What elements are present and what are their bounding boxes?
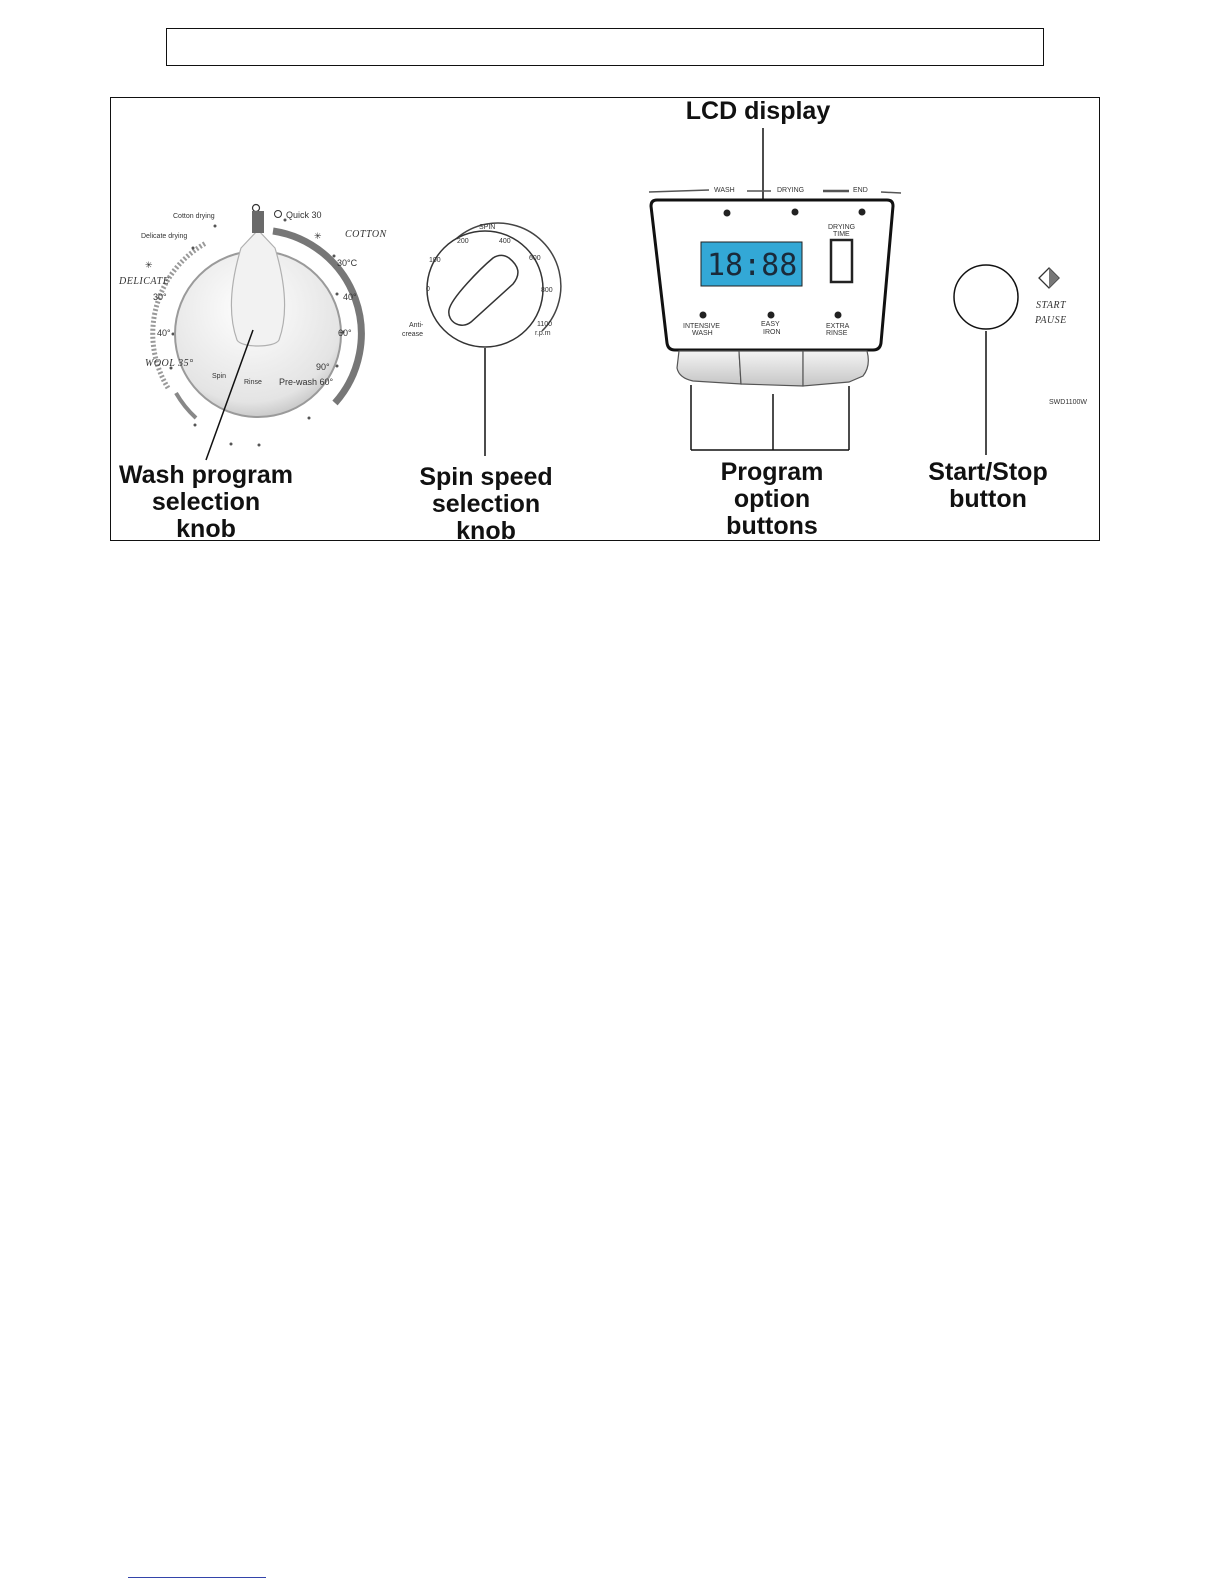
drying-time-indicator — [829, 238, 854, 284]
option-button-extra-rinse[interactable] — [802, 350, 869, 387]
label-quick30: Quick 30 — [286, 210, 322, 220]
label-anti-crease-1: Anti- — [409, 322, 424, 329]
phase-end: END — [853, 187, 868, 194]
wash-knob-leader — [205, 329, 254, 461]
wash-program-callout: Wash program selection knob — [119, 461, 293, 540]
svg-text:Spin speed: Spin speed — [419, 463, 552, 491]
quick30-icon — [274, 210, 282, 218]
label-prewash: Pre-wash 60° — [279, 377, 334, 387]
option-label-1b: WASH — [692, 330, 713, 337]
label-spin-1100: 1100 — [537, 321, 552, 328]
label-spin-600: 600 — [529, 255, 541, 262]
option-label-3a: EXTRA — [826, 323, 850, 330]
option-label-2b: IRON — [763, 329, 781, 336]
label-spin-200: 200 — [457, 238, 469, 245]
label-spin-100: 100 — [429, 257, 441, 264]
delicate-scale-arc — [150, 240, 208, 390]
option-label-3b: RINSE — [826, 330, 848, 337]
footer-link-underline — [128, 1577, 266, 1578]
phase-wash: WASH — [714, 187, 735, 194]
phase-indicator-bar: WASH DRYING END — [648, 187, 902, 194]
label-spin-0: 0 — [426, 286, 430, 293]
label-90c: 90° — [316, 362, 330, 372]
led-end — [858, 208, 866, 216]
drying-time-label-2: TIME — [833, 231, 850, 238]
wash-program-knob[interactable]: Quick 30 COTTON ✳ 30°C 40° 60° 90° Pre-w… — [118, 203, 388, 447]
program-option-callout: Program option buttons — [721, 458, 824, 540]
delicate-asterisk-icon: ✳ — [145, 260, 153, 270]
label-spin-400: 400 — [499, 238, 511, 245]
svg-text:Program: Program — [721, 458, 824, 486]
wash-knob-grip — [230, 229, 286, 347]
spin-speed-callout: Spin speed selection knob — [419, 463, 552, 540]
off-marker-icon — [251, 203, 261, 213]
label-start: START — [1036, 300, 1067, 311]
start-stop-button[interactable] — [953, 264, 1019, 330]
drying-time-label-1: DRYING — [828, 224, 855, 231]
start-pause-icon — [1038, 267, 1060, 289]
label-60c: 60° — [338, 328, 352, 338]
label-delicate: DELICATE — [118, 276, 169, 287]
label-30c: 30°C — [337, 258, 358, 268]
model-number: SWD1100W — [1049, 399, 1087, 406]
label-cotton: COTTON — [345, 229, 388, 240]
svg-text:Start/Stop: Start/Stop — [928, 458, 1047, 486]
svg-text:knob: knob — [456, 517, 516, 540]
led-wash — [723, 209, 731, 217]
label-delicate-40: 40° — [157, 328, 171, 338]
led-easy-iron — [767, 311, 775, 319]
label-40c: 40° — [343, 292, 357, 302]
header-box — [166, 28, 1044, 66]
lcd-display-callout: LCD display — [686, 98, 831, 125]
label-delicate-drying: Delicate drying — [141, 233, 187, 240]
label-spin-800: 800 — [541, 287, 553, 294]
lcd-readout: 18:88 — [707, 248, 797, 283]
option-button-intensive-wash[interactable] — [676, 350, 742, 385]
label-cotton-drying: Cotton drying — [173, 213, 215, 220]
label-wool: WOOL 35° — [145, 358, 194, 369]
spin-knob-grip — [448, 254, 519, 326]
svg-text:button: button — [949, 485, 1027, 513]
led-intensive-wash — [699, 311, 707, 319]
label-anti-crease-2: crease — [402, 331, 423, 338]
option-label-2a: EASY — [761, 321, 780, 328]
phase-drying: DRYING — [777, 187, 804, 194]
led-extra-rinse — [834, 311, 842, 319]
svg-text:buttons: buttons — [726, 512, 818, 540]
control-panel-diagram: Quick 30 COTTON ✳ 30°C 40° 60° 90° Pre-w… — [110, 97, 1100, 541]
svg-text:knob: knob — [176, 515, 236, 540]
label-pause: PAUSE — [1034, 315, 1067, 326]
wool-scale-arc — [174, 391, 198, 420]
lcd-screen — [700, 241, 803, 287]
svg-text:selection: selection — [432, 490, 540, 518]
option-buttons-leader — [690, 385, 850, 451]
label-spin-rpm: r.p.m — [535, 330, 551, 337]
label-spin-title: SPIN — [479, 224, 495, 231]
label-delicate-30: 30° — [153, 292, 167, 302]
program-option-buttons — [676, 350, 869, 387]
svg-text:option: option — [734, 485, 810, 513]
wash-knob-pointer — [252, 211, 264, 233]
label-rinse: Rinse — [244, 379, 262, 386]
cotton-scale-arc — [272, 227, 365, 406]
svg-text:selection: selection — [152, 488, 260, 516]
label-spin: Spin — [212, 373, 226, 380]
control-panel-svg: Quick 30 COTTON ✳ 30°C 40° 60° 90° Pre-w… — [118, 98, 1087, 540]
spin-speed-knob[interactable]: SPIN 200 400 100 600 0 800 1100 r.p.m An… — [402, 222, 562, 348]
option-button-easy-iron[interactable] — [738, 350, 804, 387]
svg-text:Wash program: Wash program — [119, 461, 293, 489]
led-drying — [791, 208, 799, 216]
start-stop-callout: Start/Stop button — [928, 458, 1047, 513]
option-label-1a: INTENSIVE — [683, 323, 720, 330]
cotton-asterisk-icon: ✳ — [314, 231, 322, 241]
